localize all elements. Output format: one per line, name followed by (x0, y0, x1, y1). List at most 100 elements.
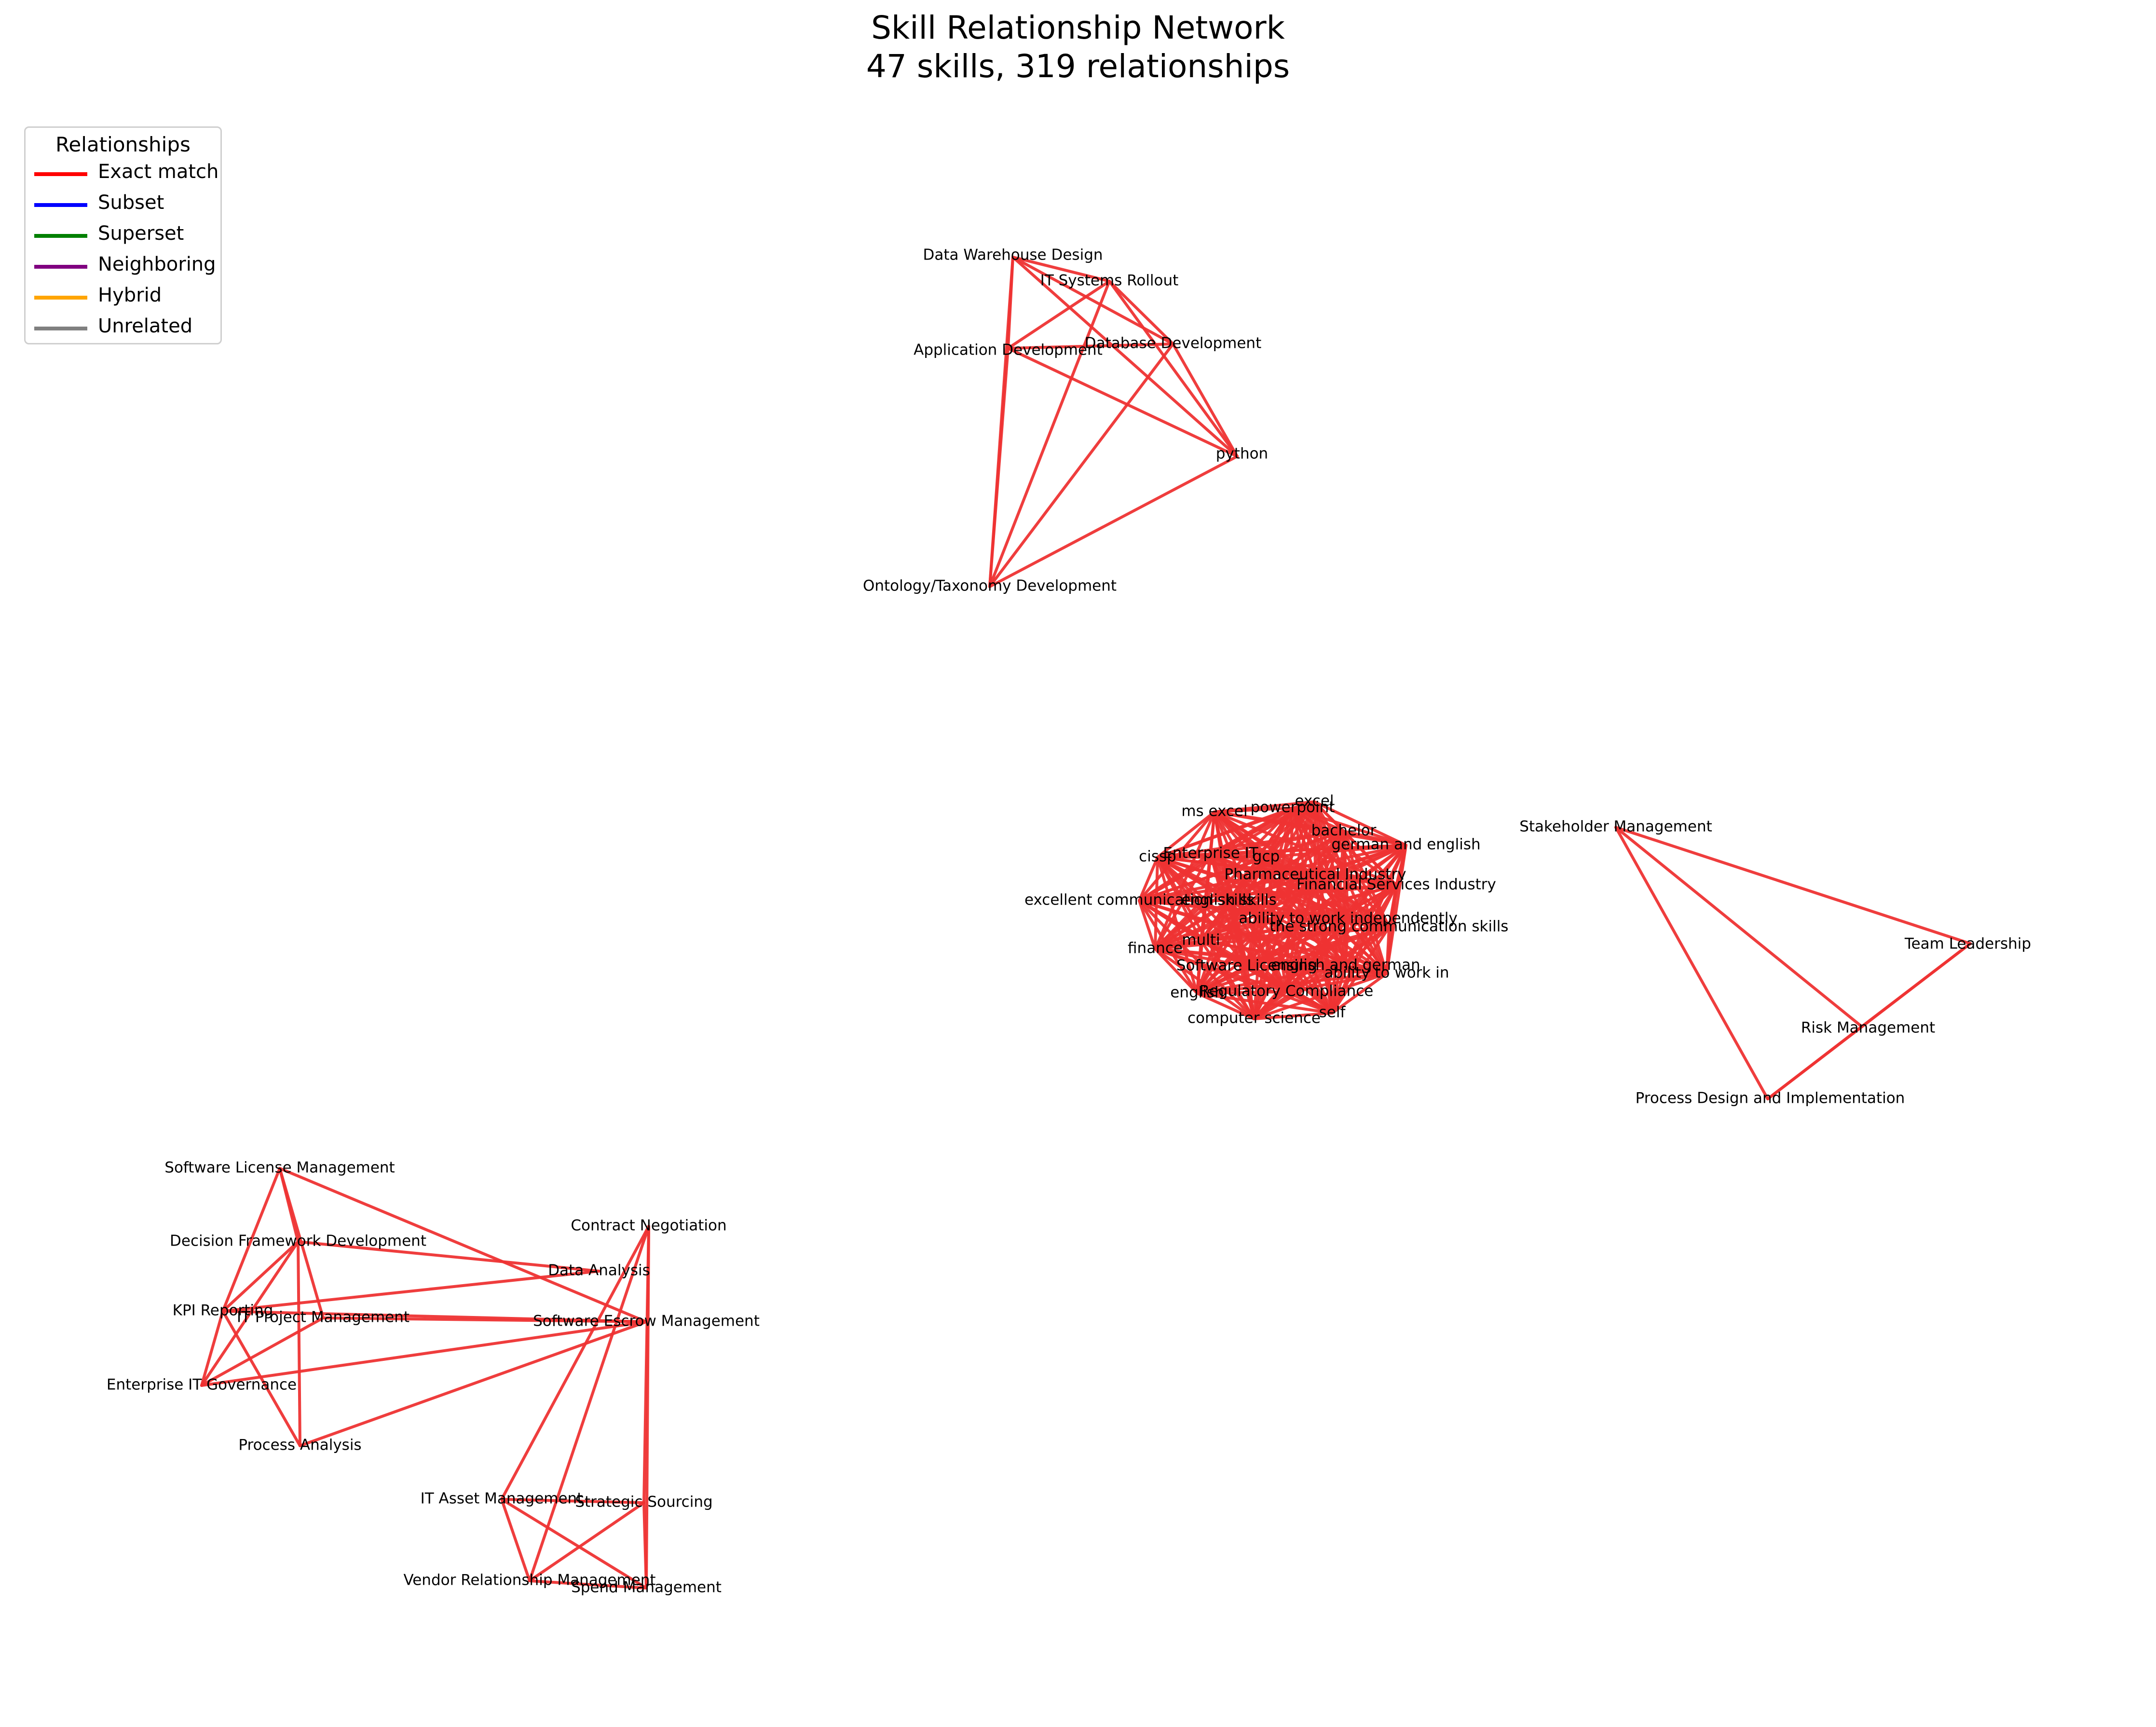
edge-english-skills--regulatory-compliance (1228, 899, 1288, 993)
edge-enterprise-it-governance--software-escrow-management (200, 1320, 648, 1387)
edge-pharmaceutical-industry--financial-services-industry (1314, 874, 1398, 887)
legend: Relationships Exact match Subset Superse… (24, 126, 222, 344)
node-label-powerpoint: powerpoint (1251, 799, 1335, 816)
legend-swatch-hybrid (34, 296, 87, 300)
legend-label-superset: Superset (98, 222, 184, 245)
legend-swatch-exact-match (34, 172, 87, 176)
node-label-german-and-english: german and english (1331, 836, 1480, 853)
edge-excellent-communication-skills--finance (1138, 899, 1157, 950)
edge-ability-to-work-in--computer-science (1253, 972, 1388, 1020)
node-label-python: python (1216, 445, 1268, 463)
node-label-gcp: gcp (1253, 848, 1280, 865)
node-label-process-design-and-implementation: Process Design and Implementation (1636, 1090, 1905, 1107)
edge-risk-management--process-design-and-implementation (1766, 1025, 1863, 1100)
edge-financial-services-industry--computer-science (1253, 884, 1398, 1020)
edge-english-skills--computer-science (1228, 899, 1255, 1020)
legend-item-unrelated: Unrelated (34, 313, 218, 342)
edge-finance--english (1154, 947, 1199, 995)
node-label-process-analysis: Process Analysis (238, 1437, 361, 1454)
node-label-ability-to-work-independently: ability to work independently (1239, 910, 1458, 927)
edge-german-and-english--gcp (1265, 844, 1407, 859)
node-label-ontology-taxonomy-development: Ontology/Taxonomy Development (863, 577, 1117, 595)
edge-finance--ability-to-work-in (1154, 947, 1388, 975)
edge-multi--finance (1154, 939, 1202, 950)
legend-title: Relationships (55, 133, 191, 156)
edge-software-license-management--decision-framework-development (278, 1167, 300, 1243)
node-label-kpi-reporting: KPI Reporting (173, 1302, 273, 1319)
node-label-database-development: Database Development (1085, 335, 1261, 352)
node-label-contract-negotiation: Contract Negotiation (571, 1217, 726, 1234)
edge-strategic-sourcing--spend-management (642, 1501, 648, 1590)
edge-enterprise-it--excellent-communication-skills (1138, 852, 1212, 902)
edge-english--regulatory-compliance (1196, 990, 1288, 995)
node-label-software-escrow-management: Software Escrow Management (533, 1313, 760, 1330)
node-label-data-warehouse-design: Data Warehouse Design (923, 247, 1103, 264)
edge-stakeholder-management--risk-management (1614, 826, 1863, 1028)
node-label-stakeholder-management: Stakeholder Management (1519, 818, 1712, 836)
node-label-english-skills: english skills (1181, 891, 1276, 909)
edge-ability-to-work-in--english (1196, 972, 1388, 995)
edge-data-warehouse-design--python (1011, 256, 1239, 458)
edge-english-and-german--ability-to-work-in (1344, 964, 1388, 975)
legend-swatch-subset (34, 203, 87, 207)
node-label-ms-excel: ms excel (1181, 803, 1247, 820)
node-label-pharmaceutical-industry: Pharmaceutical Industry (1224, 866, 1406, 883)
edge-decision-framework-development--enterprise-it-governance (200, 1240, 300, 1387)
edge-decision-framework-development--process-analysis (297, 1240, 301, 1447)
edge-it-systems-rollout--ontology-taxonomy-development (988, 280, 1111, 588)
edge-regulatory-compliance--computer-science (1253, 990, 1288, 1020)
edge-vendor-relationship-management--spend-management (528, 1579, 648, 1590)
edge-data-warehouse-design--it-systems-rollout (1011, 256, 1111, 283)
node-label-english-and-german: english and german (1271, 957, 1420, 974)
node-label-vendor-relationship-management: Vendor Relationship Management (403, 1572, 655, 1589)
node-label-bachelor: bachelor (1311, 822, 1377, 839)
legend-swatch-unrelated (34, 327, 87, 330)
edge-gcp--financial-services-industry (1265, 856, 1398, 887)
node-label-spend-management: Spend Management (571, 1579, 722, 1596)
edge-the-strong-communication-skills--finance (1154, 926, 1391, 950)
node-label-financial-services-industry: Financial Services Industry (1296, 876, 1496, 893)
edge-decision-framework-development--kpi-reporting (221, 1240, 300, 1313)
edge-application-development--python (1007, 347, 1239, 458)
edge-ms-excel--cissp (1156, 810, 1216, 859)
chart-title: Skill Relationship Network (871, 9, 1285, 46)
edge-kpi-reporting--enterprise-it-governance (200, 1310, 224, 1387)
edge-kpi-reporting--process-analysis (221, 1310, 301, 1447)
edge-it-systems-rollout--application-development (1007, 280, 1111, 350)
edge-application-development--database-development (1007, 343, 1174, 350)
edge-it-asset-management--strategic-sourcing (500, 1498, 645, 1504)
node-label-finance: finance (1128, 940, 1183, 957)
node-label-regulatory-compliance: Regulatory Compliance (1200, 983, 1374, 1000)
node-label-it-project-management: IT Project Management (237, 1309, 409, 1326)
edge-database-development--python (1172, 343, 1239, 458)
edge-bachelor--enterprise-it (1209, 830, 1345, 855)
edge-contract-negotiation--spend-management (645, 1225, 650, 1590)
legend-item-subset: Subset (34, 190, 218, 219)
edge-finance--computer-science (1154, 947, 1255, 1020)
edge-ms-excel--excel (1213, 800, 1316, 813)
edge-english--self (1196, 992, 1334, 1014)
edge-regulatory-compliance--self (1285, 990, 1334, 1014)
legend-label-hybrid: Hybrid (98, 284, 162, 306)
edge-cissp--excellent-communication-skills (1138, 856, 1159, 902)
node-label-data-analysis: Data Analysis (548, 1262, 650, 1279)
edge-multi--english (1196, 939, 1202, 995)
edge-financial-services-industry--english-skills (1228, 884, 1398, 902)
edge-gcp--finance (1154, 856, 1268, 950)
edge-process-analysis--software-escrow-management (299, 1320, 648, 1447)
node-label-cissp: cissp (1139, 848, 1176, 865)
edge-english-and-german--computer-science (1253, 964, 1347, 1020)
node-label-the-strong-communication-skills: the strong communication skills (1270, 918, 1509, 935)
edge-it-systems-rollout--database-development (1108, 280, 1174, 345)
edge-english-skills--multi (1200, 899, 1230, 942)
node-label-excellent-communication-skills: excellent communication skills (1024, 891, 1254, 909)
edge-kpi-reporting--data-analysis (221, 1270, 600, 1313)
legend-label-exact-match: Exact match (98, 161, 219, 183)
chart-title-block: Skill Relationship Network 47 skills, 31… (0, 9, 2156, 86)
edge-ability-to-work-in--self (1331, 972, 1388, 1014)
node-label-software-licensing: Software Licensing (1176, 957, 1317, 974)
node-label-it-asset-management: IT Asset Management (421, 1490, 583, 1508)
edge-enterprise-it-governance--it-project-management (200, 1316, 325, 1387)
